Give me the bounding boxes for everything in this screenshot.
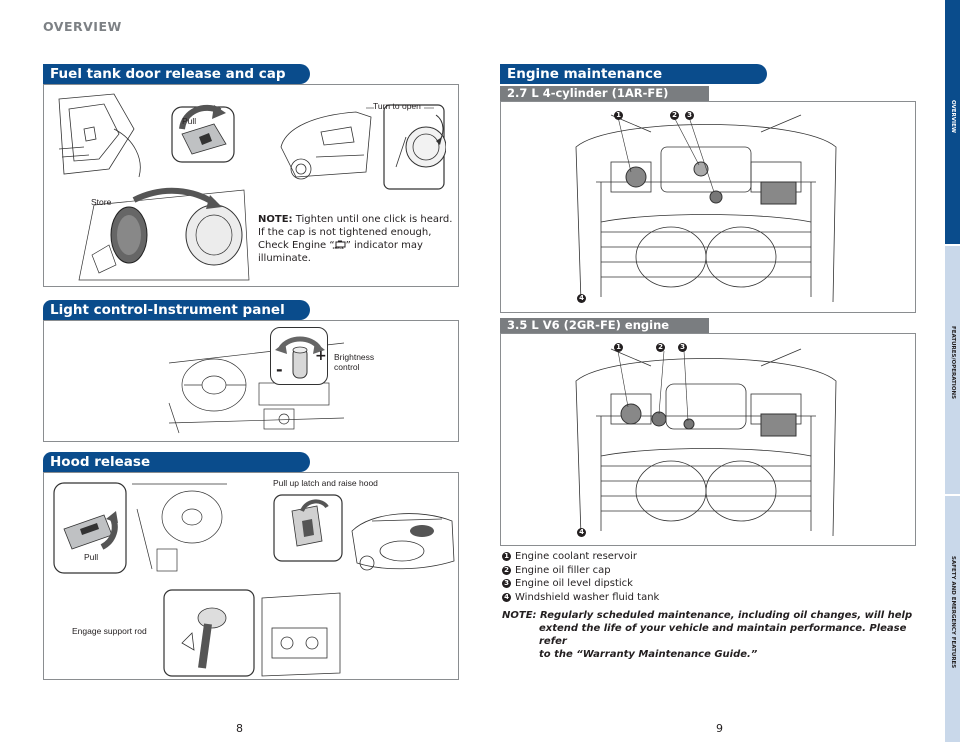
brightness-control-label: Brightness control (334, 352, 374, 372)
page-header: OVERVIEW (43, 19, 122, 34)
fuel-section-title: Fuel tank door release and cap (43, 64, 310, 84)
side-tab-safety-label: SAFETY AND EMERGENCY FEATURES (950, 556, 956, 669)
side-tab-overview[interactable]: OVERVIEW (945, 0, 960, 244)
side-tab-features[interactable]: FEATURES/OPERATIONS (945, 246, 960, 494)
legend-text: Engine coolant reservoir (515, 551, 637, 562)
check-engine-icon-text: CHECK (332, 245, 344, 250)
callout-1ar-4: 4 (577, 294, 586, 303)
legend-text: Engine oil filler cap (515, 564, 611, 576)
brightness-minus-label: - (276, 360, 283, 379)
side-tab-safety[interactable]: SAFETY AND EMERGENCY FEATURES (945, 496, 960, 742)
legend-num: 1 (502, 552, 511, 562)
side-tab-overview-label: OVERVIEW (950, 100, 956, 133)
turn-leader-line (366, 107, 434, 109)
legend-item: 2 Engine oil filler cap (502, 564, 659, 578)
light-section-box: - + Brightness control (43, 320, 459, 442)
brightness-label-line1: Brightness (334, 352, 375, 362)
fuel-note-line1: Tighten until one click is heard. (292, 214, 453, 225)
engine-sub-1ar: 2.7 L 4-cylinder (1AR-FE) engine (500, 86, 709, 115)
brightness-label-line2: control (334, 362, 360, 372)
legend-text: Engine oil level dipstick (515, 578, 633, 589)
fuel-note-line4: illuminate. (258, 253, 311, 264)
light-section-title: Light control-Instrument panel (43, 300, 310, 320)
fuel-door-illustration (280, 104, 446, 190)
maint-note-line2: extend the life of your vehicle and main… (539, 623, 907, 647)
engine-legend: 1 Engine coolant reservoir 2 Engine oil fi… (502, 550, 659, 604)
engine-1ar-illustration (575, 114, 837, 303)
maint-note-line3: to the “Warranty Maintenance Guide.” (539, 649, 758, 660)
engine-2gr-box: 1 2 3 4 (500, 333, 916, 546)
fuel-release-illustration (58, 93, 235, 178)
hood-latch-illustration (273, 494, 455, 571)
page-number-left: 8 (236, 722, 243, 735)
hood-engage-label: Engage support rod (72, 626, 147, 636)
callout-1ar-3: 3 (685, 111, 694, 120)
page-number-right: 9 (716, 722, 723, 735)
hood-section-box: Pull Pull up latch and raise hood Engage… (43, 472, 459, 680)
fuel-pull-label: Pull (182, 116, 197, 126)
legend-item: 1 Engine coolant reservoir (502, 550, 659, 564)
fuel-note-line2: If the cap is not tightened enough, (258, 227, 432, 238)
legend-num: 3 (502, 579, 511, 589)
check-engine-icon: CHECK (332, 240, 346, 251)
hood-pull-label: Pull (84, 552, 99, 562)
fuel-turn-label: Turn to open (373, 101, 421, 111)
fuel-store-label: Store (91, 197, 112, 207)
side-tab-features-label: FEATURES/OPERATIONS (950, 326, 956, 400)
brightness-control-inset: - + (270, 327, 328, 385)
fuel-note-line3b: ” indicator may (345, 240, 423, 251)
hood-pull-up-label: Pull up latch and raise hood (273, 478, 378, 488)
legend-num: 2 (502, 565, 511, 575)
maint-note-prefix: NOTE: (502, 610, 537, 621)
callout-2gr-2: 2 (656, 343, 665, 352)
legend-item: 4 Windshield washer fluid tank (502, 591, 659, 605)
brightness-plus-label: + (315, 348, 327, 364)
callout-2gr-3: 3 (678, 343, 687, 352)
engine-maintenance-note: NOTE: Regularly scheduled maintenance, i… (502, 609, 922, 661)
engine-sub-2gr: 3.5 L V6 (2GR-FE) engine (500, 318, 709, 333)
hood-release-illustration (53, 482, 227, 574)
fuel-note: NOTE: Tighten until one click is heard. … (258, 213, 458, 265)
fuel-note-prefix: NOTE: (258, 214, 293, 225)
engine-1ar-box: 1 2 3 4 (500, 101, 916, 313)
engine-section-title: Engine maintenance (500, 64, 767, 84)
callout-1ar-2: 2 (670, 111, 679, 120)
hood-section-title: Hood release (43, 452, 310, 472)
fuel-note-line3a: Check Engine “ (258, 240, 335, 251)
callout-2gr-1: 1 (614, 343, 623, 352)
callout-2gr-4: 4 (577, 528, 586, 537)
fuel-section-box: Pull Turn to open Store NOTE: Tigh (43, 84, 459, 287)
legend-text: Windshield washer fluid tank (515, 591, 660, 603)
legend-item: 3 Engine oil level dipstick (502, 577, 659, 591)
fuel-cap-store-illustration (78, 187, 250, 281)
legend-num: 4 (502, 592, 511, 602)
callout-1ar-1: 1 (614, 111, 623, 120)
hood-support-rod-illustration (163, 589, 341, 677)
maint-note-line1: Regularly scheduled maintenance, includi… (536, 610, 913, 621)
engine-2gr-illustration (575, 348, 837, 537)
